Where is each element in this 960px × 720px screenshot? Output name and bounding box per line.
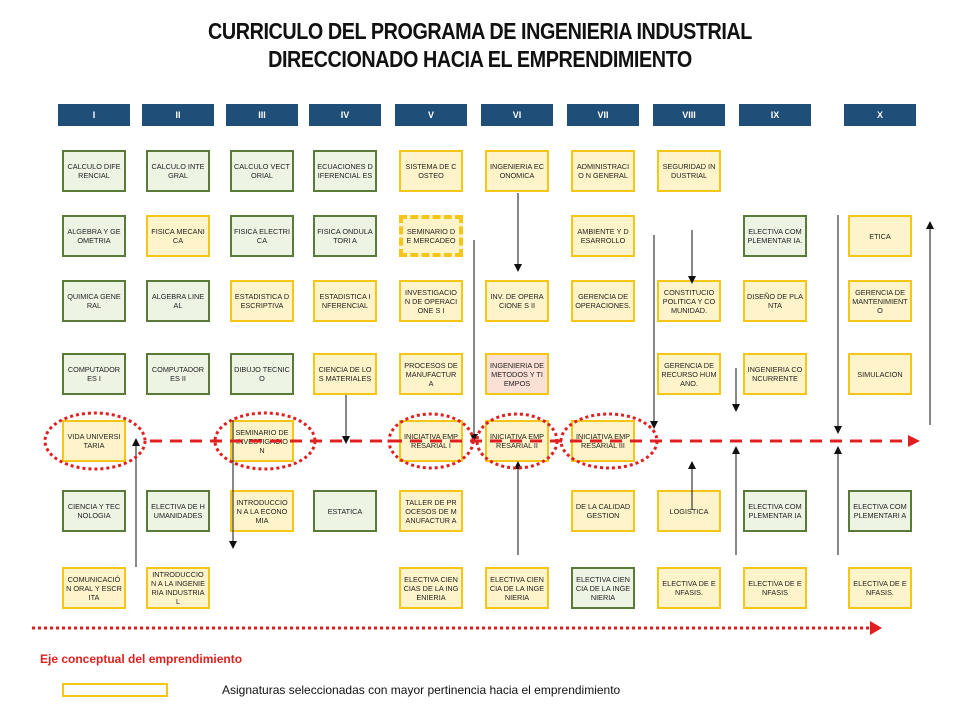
course-box: ESTADISTICA INFERENCIAL <box>313 280 377 322</box>
semester-header: V <box>395 104 467 126</box>
title-line-2: DIRECCIONADO HACIA EL EMPRENDIMIENTO <box>268 46 692 72</box>
axis-legend-label: Eje conceptual del emprendimiento <box>40 652 243 666</box>
course-box: DISEÑO DE PLANTA <box>743 280 807 322</box>
course-box: ELECTIVA DE ENFASIS. <box>657 567 721 609</box>
course-box: ADMINISTRACIO N GENERAL <box>571 150 635 192</box>
course-box: INGENIERIA DE METODOS Y TIEMPOS <box>485 353 549 395</box>
course-box: PROCESOS DE MANUFACTUR A <box>399 353 463 395</box>
course-box: DE LA CALIDAD GESTION <box>571 490 635 532</box>
highlight-oval <box>475 412 559 470</box>
course-box: ELECTIVA COMPLEMENTAR IA. <box>743 215 807 257</box>
course-box: ELECTIVA CIENCIA DE LA INGENIERIA <box>571 567 635 609</box>
semester-header: VII <box>567 104 639 126</box>
course-box: SEMINARIO DE MERCADEO <box>399 215 463 257</box>
course-box: LOGISTICA <box>657 490 721 532</box>
course-box: INVESTIGACIO N DE OPERACIONE S I <box>399 280 463 322</box>
legend-swatch <box>62 683 168 697</box>
course-box: INTRODUCCIO N A LA ECONOMIA <box>230 490 294 532</box>
course-box: GERENCIA DE MANTENIMIENTO <box>848 280 912 322</box>
course-box: FISICA MECANICA <box>146 215 210 257</box>
course-box: COMUNICACIÓ N ORAL Y ESCRITA <box>62 567 126 609</box>
course-box: ESTADISTICA DESCRIPTIVA <box>230 280 294 322</box>
course-box: COMPUTADOR ES II <box>146 353 210 395</box>
course-box: ALGEBRA Y GEOMETRIA <box>62 215 126 257</box>
course-box: CALCULO INTEGRAL <box>146 150 210 192</box>
course-box: ECUACIONES DIFERENCIAL ES <box>313 150 377 192</box>
highlight-oval <box>43 411 147 471</box>
course-box: INV. DE OPERACIONE S II <box>485 280 549 322</box>
course-box: VIDA UNIVERSITARIA <box>62 420 126 462</box>
course-box: QUIMICA GENERAL <box>62 280 126 322</box>
course-box: ELECTIVA DE ENFASIS <box>743 567 807 609</box>
course-box: SEGURIDAD INDUSTRIAL <box>657 150 721 192</box>
semester-header: III <box>226 104 298 126</box>
course-box: COMPUTADOR ES I <box>62 353 126 395</box>
highlight-oval <box>387 412 475 470</box>
course-box: GERENCIA DE RECURSO HUMANO. <box>657 353 721 395</box>
course-box: FISICA ELECTRICA <box>230 215 294 257</box>
course-box: ELECTIVA DE ENFASIS. <box>848 567 912 609</box>
course-box: CALCULO VECTORIAL <box>230 150 294 192</box>
course-box: ELECTIVA COMPLEMENTARI A <box>848 490 912 532</box>
course-box: FISICA ONDULATORI A <box>313 215 377 257</box>
course-box: ELECTIVA CIENCIAS DE LA INGENIERIA <box>399 567 463 609</box>
course-box: CIENCIA DE LOS MATERIALES <box>313 353 377 395</box>
course-box: ETICA <box>848 215 912 257</box>
highlight-oval <box>213 411 317 471</box>
semester-header: VI <box>481 104 553 126</box>
semester-header: IV <box>309 104 381 126</box>
course-box: INGENIERIA CONCURRENTE <box>743 353 807 395</box>
emprendimiento-axis-main-arrowhead <box>908 435 920 447</box>
semester-header: X <box>844 104 916 126</box>
course-box: SIMULACION <box>848 353 912 395</box>
semester-header: VIII <box>653 104 725 126</box>
legend-text: Asignaturas seleccionadas con mayor pert… <box>222 683 621 697</box>
course-box: ELECTIVA CIENCIA DE LA INGENIERIA <box>485 567 549 609</box>
semester-header: II <box>142 104 214 126</box>
course-box: ELECTIVA COMPLEMENTAR IA <box>743 490 807 532</box>
course-box: DIBUJO TECNICO <box>230 353 294 395</box>
course-box: ELECTIVA DE HUMANIDADES <box>146 490 210 532</box>
highlight-ovals <box>43 411 659 471</box>
semester-header: I <box>58 104 130 126</box>
course-box: AMBIENTE Y DESARROLLO <box>571 215 635 257</box>
course-box: ESTATICA <box>313 490 377 532</box>
highlight-oval <box>559 412 659 470</box>
course-box: SISTEMA DE COSTEO <box>399 150 463 192</box>
course-box: TALLER DE PROCESOS DE MANUFACTUR A <box>399 490 463 532</box>
course-box: CALCULO DIFERENCIAL <box>62 150 126 192</box>
emprendimiento-axis-bottom-arrowhead <box>870 621 882 635</box>
course-box: CIENCIA Y TECNOLOGIA <box>62 490 126 532</box>
course-box: ALGEBRA LINEAL <box>146 280 210 322</box>
course-box: INTRODUCCIO N A LA INGENIERIA INDUSTRIAL <box>146 567 210 609</box>
title-line-1: CURRICULO DEL PROGRAMA DE INGENIERIA IND… <box>208 18 752 44</box>
semester-header: IX <box>739 104 811 126</box>
course-box: INGENIERIA ECONOMICA <box>485 150 549 192</box>
course-box: GERENCIA DE OPERACIONES. <box>571 280 635 322</box>
